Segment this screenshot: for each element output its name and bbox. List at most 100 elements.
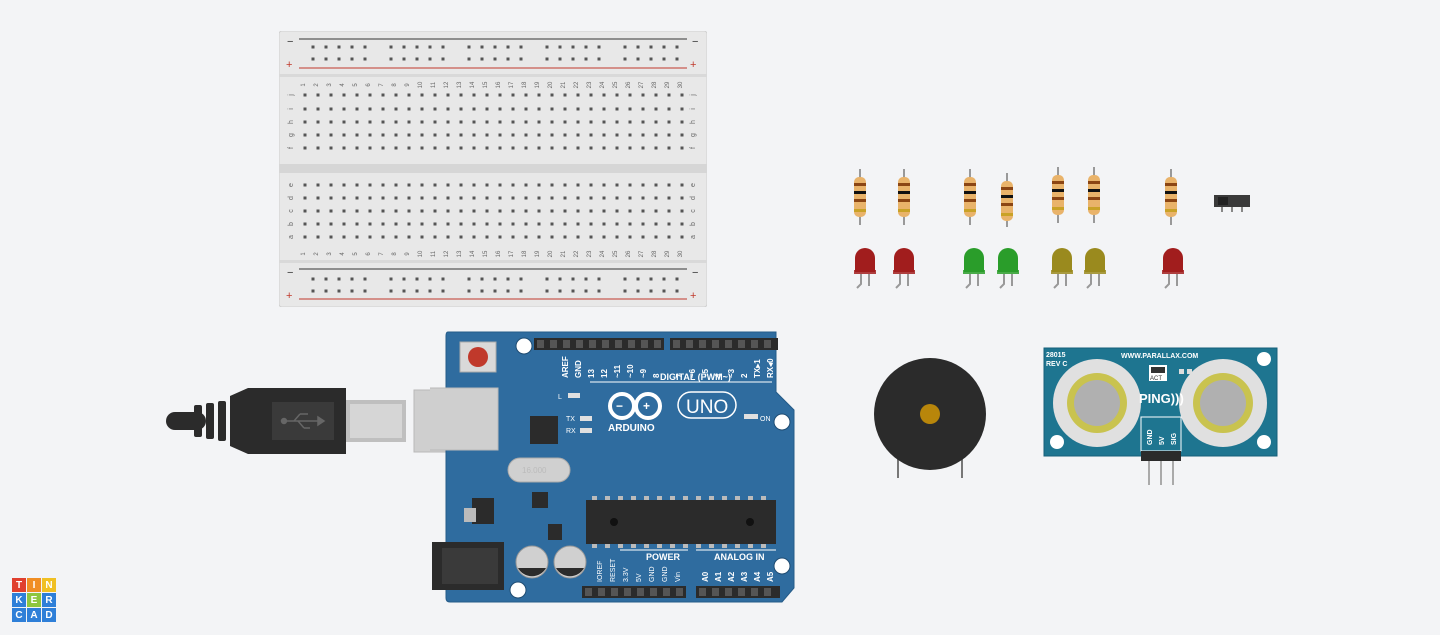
terminal-hole[interactable] <box>472 235 476 239</box>
terminal-hole[interactable] <box>433 235 437 239</box>
terminal-hole[interactable] <box>355 183 359 187</box>
rail-hole[interactable] <box>415 45 419 49</box>
rail-hole[interactable] <box>363 57 367 61</box>
terminal-hole[interactable] <box>394 133 398 137</box>
terminal-hole[interactable] <box>316 107 320 111</box>
terminal-hole[interactable] <box>537 235 541 239</box>
terminal-hole[interactable] <box>368 107 372 111</box>
terminal-hole[interactable] <box>394 120 398 124</box>
terminal-hole[interactable] <box>394 209 398 213</box>
rail-hole[interactable] <box>428 57 432 61</box>
rail-hole[interactable] <box>415 277 419 281</box>
terminal-hole[interactable] <box>615 133 619 137</box>
terminal-hole[interactable] <box>576 107 580 111</box>
rail-hole[interactable] <box>311 277 315 281</box>
terminal-hole[interactable] <box>680 120 684 124</box>
terminal-hole[interactable] <box>394 107 398 111</box>
rail-hole[interactable] <box>545 57 549 61</box>
terminal-hole[interactable] <box>472 107 476 111</box>
terminal-hole[interactable] <box>641 235 645 239</box>
rail-hole[interactable] <box>649 277 653 281</box>
resistor[interactable] <box>854 169 866 225</box>
terminal-hole[interactable] <box>368 93 372 97</box>
rail-hole[interactable] <box>350 45 354 49</box>
piezo-buzzer[interactable] <box>872 356 988 482</box>
rail-hole[interactable] <box>402 57 406 61</box>
terminal-hole[interactable] <box>394 93 398 97</box>
terminal-hole[interactable] <box>342 120 346 124</box>
rail-hole[interactable] <box>636 57 640 61</box>
terminal-hole[interactable] <box>680 209 684 213</box>
terminal-hole[interactable] <box>641 107 645 111</box>
rail-hole[interactable] <box>519 289 523 293</box>
rail-hole[interactable] <box>415 57 419 61</box>
terminal-hole[interactable] <box>485 196 489 200</box>
terminal-hole[interactable] <box>641 209 645 213</box>
terminal-hole[interactable] <box>355 146 359 150</box>
terminal-hole[interactable] <box>641 146 645 150</box>
terminal-hole[interactable] <box>485 222 489 226</box>
terminal-hole[interactable] <box>485 133 489 137</box>
terminal-hole[interactable] <box>576 93 580 97</box>
terminal-hole[interactable] <box>420 107 424 111</box>
terminal-hole[interactable] <box>537 120 541 124</box>
terminal-hole[interactable] <box>615 146 619 150</box>
terminal-hole[interactable] <box>602 196 606 200</box>
terminal-hole[interactable] <box>537 222 541 226</box>
terminal-hole[interactable] <box>329 222 333 226</box>
terminal-hole[interactable] <box>628 120 632 124</box>
terminal-hole[interactable] <box>615 235 619 239</box>
terminal-hole[interactable] <box>667 93 671 97</box>
terminal-hole[interactable] <box>576 183 580 187</box>
terminal-hole[interactable] <box>680 93 684 97</box>
header-pin[interactable] <box>637 588 644 596</box>
terminal-hole[interactable] <box>589 93 593 97</box>
terminal-hole[interactable] <box>329 183 333 187</box>
terminal-hole[interactable] <box>667 120 671 124</box>
terminal-hole[interactable] <box>654 146 658 150</box>
rail-hole[interactable] <box>480 289 484 293</box>
terminal-hole[interactable] <box>563 146 567 150</box>
terminal-hole[interactable] <box>589 120 593 124</box>
terminal-hole[interactable] <box>550 235 554 239</box>
terminal-hole[interactable] <box>511 222 515 226</box>
terminal-hole[interactable] <box>511 93 515 97</box>
rail-hole[interactable] <box>623 277 627 281</box>
header-pin[interactable] <box>699 340 706 348</box>
terminal-hole[interactable] <box>316 133 320 137</box>
header-pin[interactable] <box>654 340 661 348</box>
terminal-hole[interactable] <box>615 209 619 213</box>
terminal-hole[interactable] <box>511 133 515 137</box>
terminal-hole[interactable] <box>511 196 515 200</box>
rail-hole[interactable] <box>337 57 341 61</box>
rail-hole[interactable] <box>662 57 666 61</box>
terminal-hole[interactable] <box>589 183 593 187</box>
terminal-hole[interactable] <box>407 93 411 97</box>
header-pin[interactable] <box>585 588 592 596</box>
terminal-hole[interactable] <box>641 120 645 124</box>
terminal-hole[interactable] <box>550 222 554 226</box>
terminal-hole[interactable] <box>381 133 385 137</box>
terminal-hole[interactable] <box>654 133 658 137</box>
terminal-hole[interactable] <box>433 196 437 200</box>
rail-hole[interactable] <box>415 289 419 293</box>
rail-hole[interactable] <box>324 277 328 281</box>
terminal-hole[interactable] <box>641 93 645 97</box>
header-pin[interactable] <box>686 340 693 348</box>
terminal-hole[interactable] <box>550 209 554 213</box>
terminal-hole[interactable] <box>628 235 632 239</box>
terminal-hole[interactable] <box>459 146 463 150</box>
rail-hole[interactable] <box>584 289 588 293</box>
rail-hole[interactable] <box>467 277 471 281</box>
terminal-hole[interactable] <box>537 209 541 213</box>
rail-hole[interactable] <box>584 277 588 281</box>
terminal-hole[interactable] <box>420 196 424 200</box>
rail-hole[interactable] <box>363 289 367 293</box>
terminal-hole[interactable] <box>628 196 632 200</box>
terminal-hole[interactable] <box>524 146 528 150</box>
header-pin[interactable] <box>563 340 570 348</box>
resistor[interactable] <box>1088 167 1100 223</box>
terminal-hole[interactable] <box>459 133 463 137</box>
